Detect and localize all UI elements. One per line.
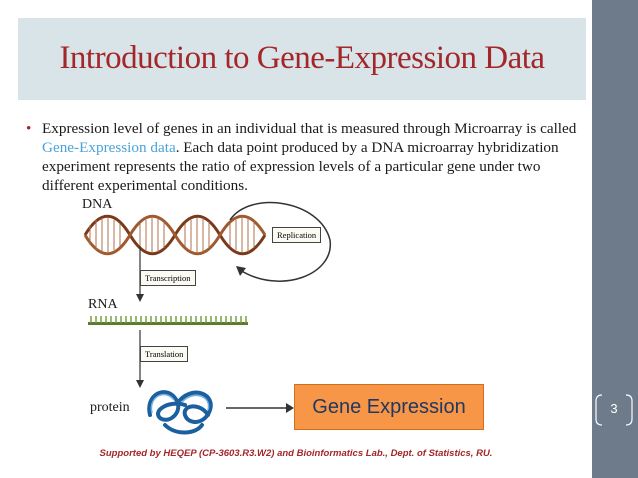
rna-strand-diagram bbox=[88, 316, 248, 328]
page-number: 3 bbox=[594, 401, 634, 416]
protein-blob-icon bbox=[140, 380, 230, 440]
footer-credit: Supported by HEQEP (CP-3603.R3.W2) and B… bbox=[0, 448, 592, 459]
protein-label: protein bbox=[90, 400, 130, 416]
page-number-box: 3 bbox=[594, 393, 634, 427]
bullet-text-part1: Expression level of genes in an individu… bbox=[42, 120, 576, 137]
translation-label: Translation bbox=[140, 346, 188, 362]
replication-label: Replication bbox=[272, 227, 321, 243]
gene-expression-term: Gene-Expression data bbox=[42, 139, 176, 156]
slide-title: Introduction to Gene-Expression Data bbox=[18, 40, 586, 77]
gene-expression-label: Gene Expression bbox=[312, 396, 465, 419]
rna-label: RNA bbox=[88, 297, 118, 313]
transcription-label: Transcription bbox=[140, 270, 196, 286]
gene-expression-box: Gene Expression bbox=[294, 384, 484, 430]
title-band: Introduction to Gene-Expression Data bbox=[18, 18, 586, 100]
dna-helix-diagram bbox=[80, 200, 340, 300]
bullet-text: Expression level of genes in an individu… bbox=[42, 119, 582, 195]
bullet-paragraph: • Expression level of genes in an indivi… bbox=[26, 119, 582, 195]
bullet-icon: • bbox=[26, 119, 31, 138]
arrow-right-icon bbox=[226, 402, 296, 414]
